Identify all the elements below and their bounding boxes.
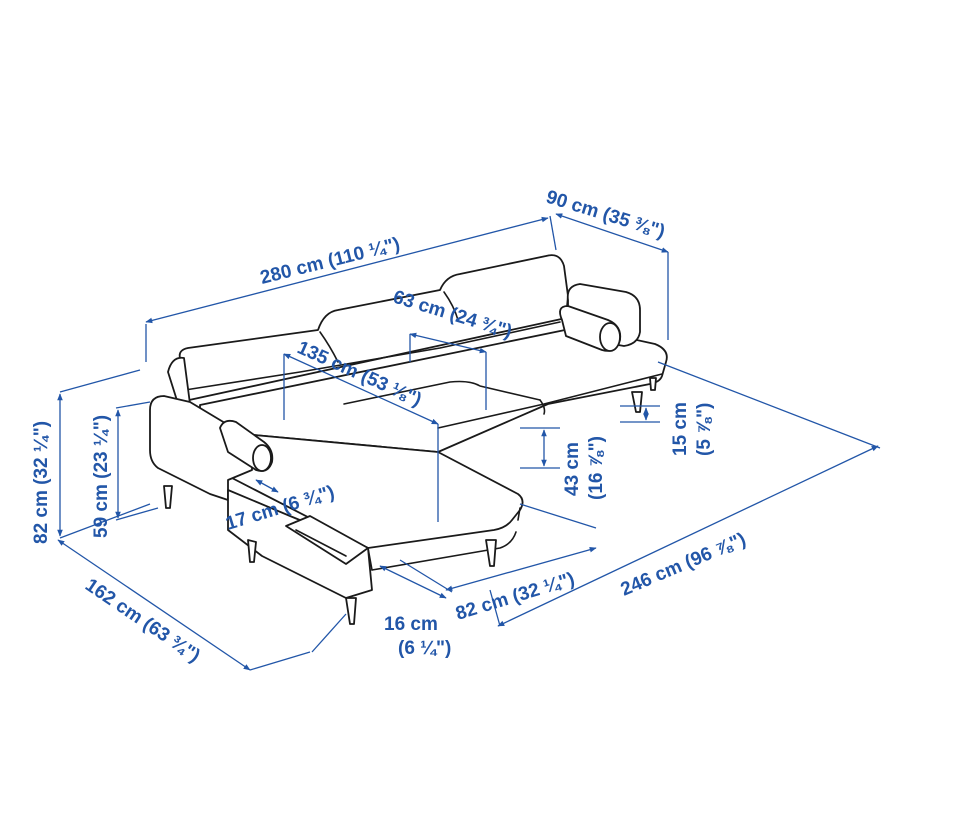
dim-line-side-depth: [379, 565, 447, 599]
dim-line-chaise-length: [283, 353, 439, 425]
extension-line: [59, 369, 141, 393]
sofa-leg: [649, 377, 657, 391]
sofa-left-back: [167, 356, 191, 411]
seat-cushion-line: [437, 373, 663, 429]
sofa-leg: [345, 597, 357, 625]
dim-line-chaise-depth: [57, 539, 251, 671]
bolster-end: [599, 322, 621, 352]
sofa-leg: [163, 485, 173, 509]
label-side-depth-in: (6 ¼"): [398, 638, 451, 659]
dim-line-seat-width: [409, 332, 487, 354]
sofa-leg: [247, 539, 257, 563]
sofa-leg: [631, 391, 643, 413]
extension-line: [59, 503, 151, 539]
label-leg-height-cm: 15 cm: [670, 402, 691, 456]
label-leg-height-in: (5 ⅞"): [694, 403, 715, 456]
label-seat-height-in: (16 ⅞"): [586, 436, 607, 500]
sofa-drawing: [149, 254, 668, 625]
extension-line: [657, 361, 881, 449]
dim-line-total-depth: [555, 213, 669, 253]
dim-line-chaise-depth-end: [249, 651, 311, 671]
side-storage-inner: [295, 529, 347, 557]
extension-line: [115, 401, 151, 409]
label-total-height: 82 cm (32 ¼"): [31, 421, 52, 544]
extension-line: [519, 503, 597, 529]
dim-line-long-side: [497, 445, 879, 627]
extension-line: [399, 559, 453, 593]
label-seat-height-cm: 43 cm: [562, 442, 583, 496]
seat-cushion-line: [539, 399, 546, 415]
label-chaise-depth: 162 cm (63 ¾"): [81, 575, 204, 667]
side-storage-opening: [285, 515, 369, 565]
label-long-side: 246 cm (96 ⅞"): [618, 529, 749, 601]
dim-line-total-width: [145, 216, 549, 324]
label-total-depth: 90 cm (35 ⅜"): [544, 187, 668, 243]
label-side-depth-cm: 16 cm: [384, 614, 438, 635]
bolster-end: [252, 444, 272, 472]
label-armrest-height: 59 cm (23 ¼"): [91, 415, 112, 538]
dim-line-armrest-width: [255, 479, 279, 493]
seat-cushion-line: [343, 380, 541, 405]
sofa-leg: [485, 539, 497, 567]
extension-line: [311, 613, 347, 653]
extension-line: [549, 215, 557, 251]
extension-line: [115, 507, 159, 521]
dimension-lines: [57, 213, 881, 671]
